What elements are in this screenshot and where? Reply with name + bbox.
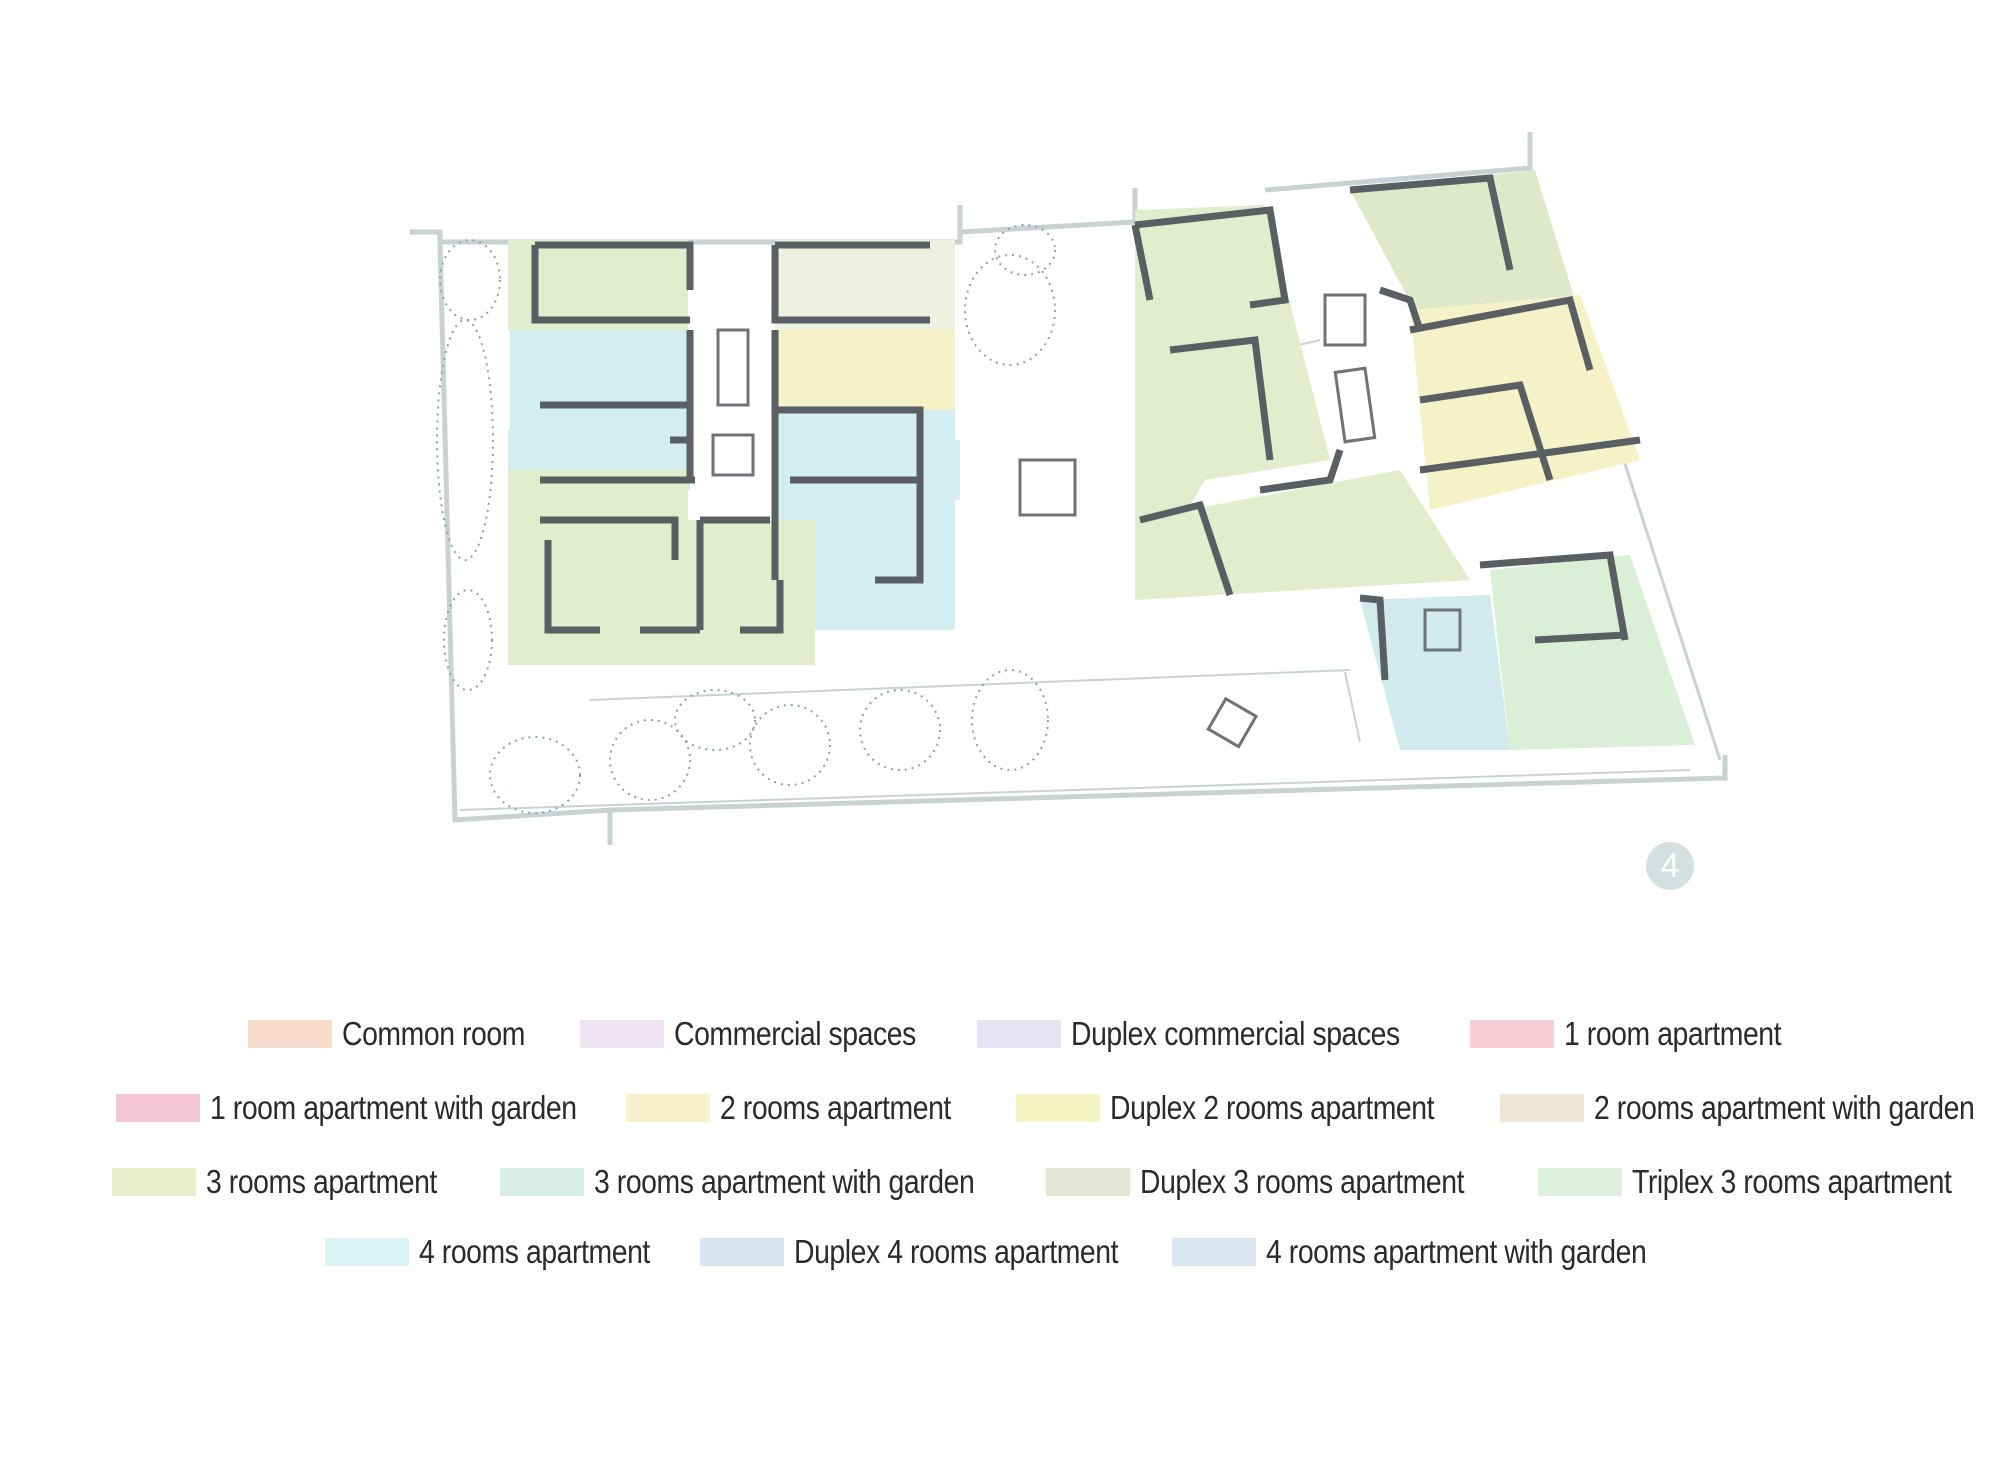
- walls: [531, 174, 1641, 681]
- legend-item: Duplex 4 rooms apartment: [700, 1232, 1171, 1272]
- legend-swatch: [1172, 1238, 1256, 1266]
- legend-label: 4 rooms apartment: [419, 1233, 650, 1270]
- legend-label: Commercial spaces: [674, 1015, 916, 1052]
- legend-item: Common room: [248, 1014, 555, 1054]
- legend-label: Triplex 3 rooms apartment: [1632, 1163, 1952, 1200]
- legend-swatch: [1538, 1168, 1622, 1196]
- legend-label: 3 rooms apartment with garden: [594, 1163, 975, 1200]
- legend-swatch: [325, 1238, 409, 1266]
- legend-swatch: [500, 1168, 584, 1196]
- legend-item: 1 room apartment with garden: [116, 1088, 636, 1128]
- legend-label: 2 rooms apartment with garden: [1594, 1089, 1975, 1126]
- legend-swatch: [626, 1094, 710, 1122]
- legend-label: 2 rooms apartment: [720, 1089, 951, 1126]
- legend-swatch: [1046, 1168, 1130, 1196]
- legend-swatch: [1016, 1094, 1100, 1122]
- legend-item: 4 rooms apartment: [325, 1232, 687, 1272]
- trees: [436, 224, 1056, 814]
- legend-item: Triplex 3 rooms apartment: [1538, 1162, 2000, 1202]
- legend-item: 1 room apartment: [1470, 1014, 1816, 1054]
- legend-row-2: 1 room apartment with garden 2 rooms apa…: [0, 1088, 2000, 1128]
- legend-label: Duplex 3 rooms apartment: [1140, 1163, 1465, 1200]
- legend-label: 3 rooms apartment: [206, 1163, 437, 1200]
- legend-item: 2 rooms apartment: [626, 1088, 988, 1128]
- legend-label: Common room: [342, 1015, 525, 1052]
- legend-item: 2 rooms apartment with garden: [1500, 1088, 2000, 1128]
- legend-swatch: [1500, 1094, 1584, 1122]
- figure-number-badge: 4: [1646, 842, 1694, 890]
- legend-swatch: [580, 1020, 664, 1048]
- legend-swatch: [248, 1020, 332, 1048]
- legend-label: Duplex 2 rooms apartment: [1110, 1089, 1435, 1126]
- legend-swatch: [700, 1238, 784, 1266]
- legend-row-4: 4 rooms apartment Duplex 4 rooms apartme…: [0, 1232, 2000, 1272]
- legend-swatch: [1470, 1020, 1554, 1048]
- legend-row-3: 3 rooms apartment 3 rooms apartment with…: [0, 1162, 2000, 1202]
- legend-swatch: [116, 1094, 200, 1122]
- legend-label: 4 rooms apartment with garden: [1266, 1233, 1647, 1270]
- legend-label: 1 room apartment with garden: [210, 1089, 577, 1126]
- legend-item: Commercial spaces: [580, 1014, 955, 1054]
- legend-item: Duplex 2 rooms apartment: [1016, 1088, 1487, 1128]
- legend-label: Duplex commercial spaces: [1071, 1015, 1400, 1052]
- legend-swatch: [977, 1020, 1061, 1048]
- site-floor-plan: [410, 132, 1728, 845]
- legend-item: 3 rooms apartment with garden: [500, 1162, 1036, 1202]
- legend-swatch: [112, 1168, 196, 1196]
- legend-item: 3 rooms apartment: [112, 1162, 474, 1202]
- legend-item: Duplex 3 rooms apartment: [1046, 1162, 1517, 1202]
- legend-label: 1 room apartment: [1564, 1015, 1782, 1052]
- legend-item: 4 rooms apartment with garden: [1172, 1232, 1708, 1272]
- right-building-fills: [1135, 170, 1695, 750]
- legend-label: Duplex 4 rooms apartment: [794, 1233, 1119, 1270]
- legend-row-1: Common room Commercial spaces Duplex com…: [0, 1014, 2000, 1054]
- left-building-fills: [508, 240, 960, 665]
- stair-cores: [711, 293, 1462, 749]
- legend-item: Duplex commercial spaces: [977, 1014, 1453, 1054]
